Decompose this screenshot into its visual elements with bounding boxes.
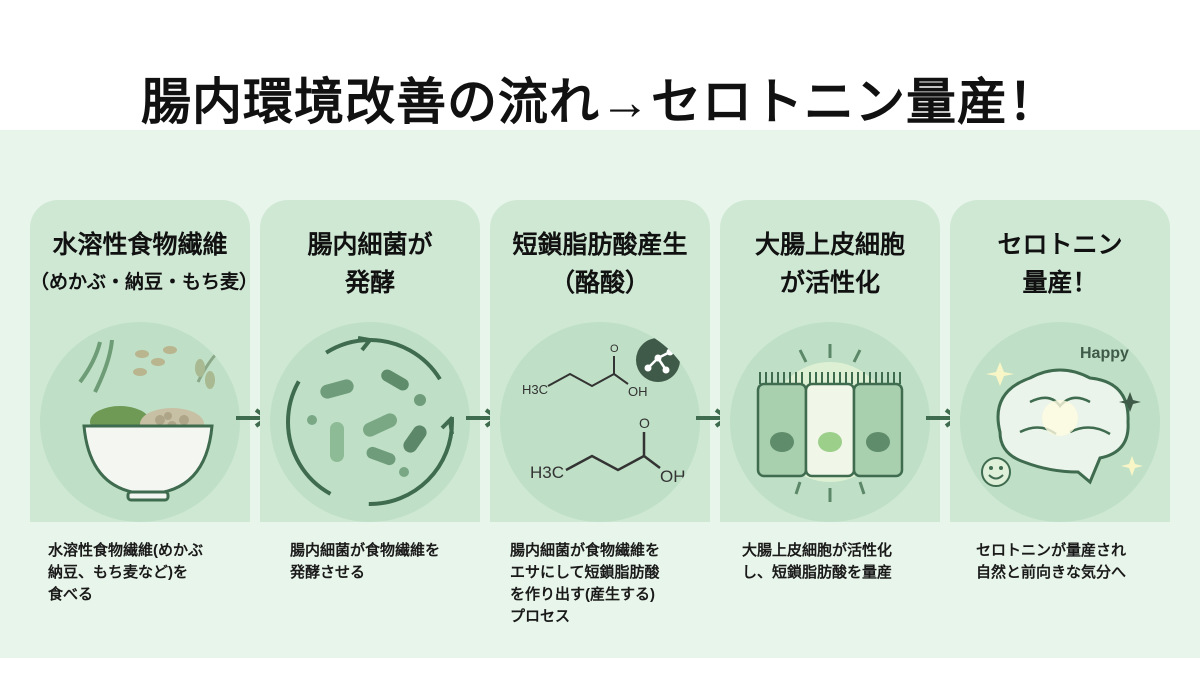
step-description: 腸内細菌が食物繊維を エサにして短鎖脂肪酸 を作り出す(産生する) プロセス (510, 542, 661, 625)
svg-text:O: O (610, 343, 619, 355)
step-title: 短鎖脂肪酸産生 （酪酸） (512, 231, 688, 297)
brain-icon: Happy (981, 345, 1143, 487)
epithelial-cells-illustration (730, 322, 930, 522)
food-bowl-icon (78, 339, 220, 502)
svg-text:H3C: H3C (522, 382, 548, 397)
step-card-epithelial: 大腸上皮細胞 が活性化 (720, 200, 940, 522)
bacteria-cycle-icon (286, 336, 454, 506)
step-description: セロトニンが量産され 自然と前向きな気分へ (976, 542, 1127, 581)
step-card-serotonin: セロトニン 量産！ Happy (950, 200, 1170, 522)
bacteria-illustration (270, 322, 470, 522)
svg-text:OH: OH (628, 384, 648, 399)
brain-illustration: Happy (960, 322, 1160, 522)
step-description: 水溶性食物繊維(めかぶ 納豆、もち麦など)を 食べる (48, 542, 203, 603)
step-card-fiber: 水溶性食物繊維 （めかぶ・納豆・もち麦） (30, 200, 259, 522)
step-title: 水溶性食物繊維 （めかぶ・納豆・もち麦） (30, 231, 259, 293)
step-title: セロトニン 量産！ (997, 231, 1123, 297)
svg-text:H3C: H3C (530, 463, 564, 482)
happy-label: Happy (1080, 345, 1129, 362)
step-title: 腸内細菌が 発酵 (307, 231, 433, 297)
step-title: 大腸上皮細胞 が活性化 (754, 231, 905, 297)
svg-text:OH: OH (660, 467, 686, 486)
page-title: 腸内環境改善の流れ→セロトニン量産！ (141, 74, 1059, 130)
svg-text:O: O (639, 415, 650, 431)
fiber-illustration (40, 322, 240, 522)
step-description: 大腸上皮細胞が活性化 し、短鎖脂肪酸を量産 (742, 542, 893, 581)
butyrate-illustration: H3C O OH H3C O OH (500, 322, 700, 522)
step-card-scfa: 短鎖脂肪酸産生 （酪酸） H3C O OH H3C O OH (490, 200, 710, 522)
molecule-icon: H3C O OH H3C O OH (522, 338, 686, 486)
step-description: 腸内細菌が食物繊維を 発酵させる (290, 542, 441, 581)
colon-cells-icon (756, 344, 904, 502)
step-card-fermentation: 腸内細菌が 発酵 (260, 200, 480, 522)
